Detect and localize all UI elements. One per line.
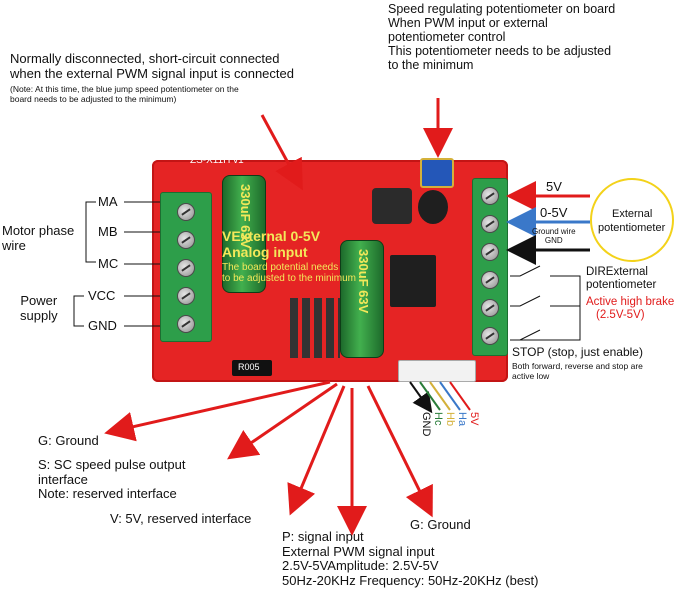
label-0-5v: 0-5V [540, 205, 568, 220]
external-potentiometer-circle: External potentiometer [590, 178, 674, 262]
arrow-s [227, 382, 338, 460]
inductor [372, 188, 412, 224]
dir-external-label: DIRExternal potentiometer [586, 266, 657, 291]
arrow-g-bottom [366, 385, 433, 518]
hall-labels: 5V Ha Hb Hc GND [420, 412, 480, 437]
power-supply-label: Power supply [20, 293, 58, 323]
mosfet-row [290, 298, 340, 358]
label-gnd: GND [88, 318, 117, 333]
ic-chip [390, 255, 436, 307]
label-mb: MB [98, 224, 118, 239]
board-model: ZS-X11H v1 [190, 155, 244, 166]
control-terminal [472, 178, 508, 356]
label-mc: MC [98, 256, 119, 271]
v-5v-label: V: 5V, reserved interface [110, 511, 252, 526]
stop-label: STOP (stop, just enable) [512, 345, 643, 359]
label-vcc: VCC [88, 288, 116, 303]
stop-note: Both forward, reverse and stop are activ… [512, 361, 643, 381]
small-capacitor [418, 190, 448, 224]
top-right-callout: Speed regulating potentiometer on board … [388, 2, 616, 72]
arrow-jumper [260, 114, 303, 191]
g-ground-left-label: G: Ground [38, 433, 99, 448]
g-ground-bottom-label: G: Ground [410, 517, 471, 532]
top-left-callout: Normally disconnected, short-circuit con… [10, 51, 294, 104]
label-ground-wire: Ground wire GND [532, 227, 576, 245]
motor-bracket [85, 201, 96, 263]
potentiometer [420, 158, 454, 188]
label-5v: 5V [546, 179, 562, 194]
active-high-label: Active high brake (2.5V-5V) [586, 296, 675, 321]
hall-connector [398, 360, 476, 382]
arrow-v [287, 385, 346, 516]
motor-power-terminal [160, 192, 212, 342]
p-signal-label: P: signal input External PWM signal inpu… [282, 529, 539, 588]
power-bracket [73, 295, 84, 327]
board-overlay: VExternal 0-5V Analog input The board po… [222, 228, 356, 284]
resistor: R005 [232, 360, 272, 376]
capacitor-2: 330uF 63V [340, 240, 384, 358]
capacitor-1: 330uF 63V [222, 175, 266, 293]
s-sc-label: S: SC speed pulse output interface Note:… [38, 457, 186, 502]
motor-phase-label: Motor phase wire [2, 223, 75, 253]
arrow-g-left [104, 380, 331, 442]
label-ma: MA [98, 194, 118, 209]
